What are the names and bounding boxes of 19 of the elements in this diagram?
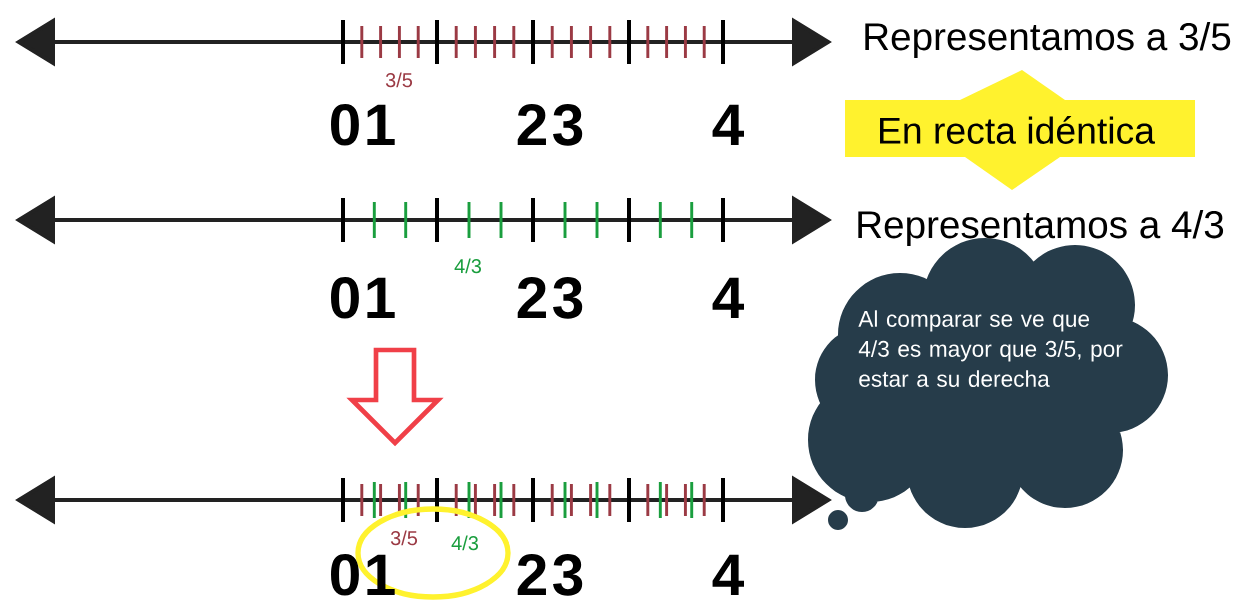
number-label: 4: [712, 104, 744, 145]
number-label: 0: [331, 277, 359, 319]
number-label: 4: [712, 554, 744, 595]
number-label: 3: [553, 277, 583, 319]
number-label: 1: [367, 277, 395, 318]
number-label: 1: [367, 104, 395, 145]
fraction-label: 3/5: [385, 72, 413, 88]
number-label: 2: [517, 277, 546, 318]
label-box: En recta idéntica: [845, 70, 1195, 190]
number-label: 4: [712, 277, 744, 318]
number-label: 3: [553, 554, 583, 596]
number-label: 3: [553, 104, 583, 146]
fraction-label: 4/3: [451, 535, 479, 551]
fraction-label: 4/3: [454, 258, 482, 274]
number-label: 0: [331, 104, 359, 146]
fraction-label: 3/5: [390, 530, 418, 546]
number-label: 2: [517, 554, 546, 595]
number-label: 0: [331, 554, 359, 596]
number-label: 2: [517, 104, 546, 145]
